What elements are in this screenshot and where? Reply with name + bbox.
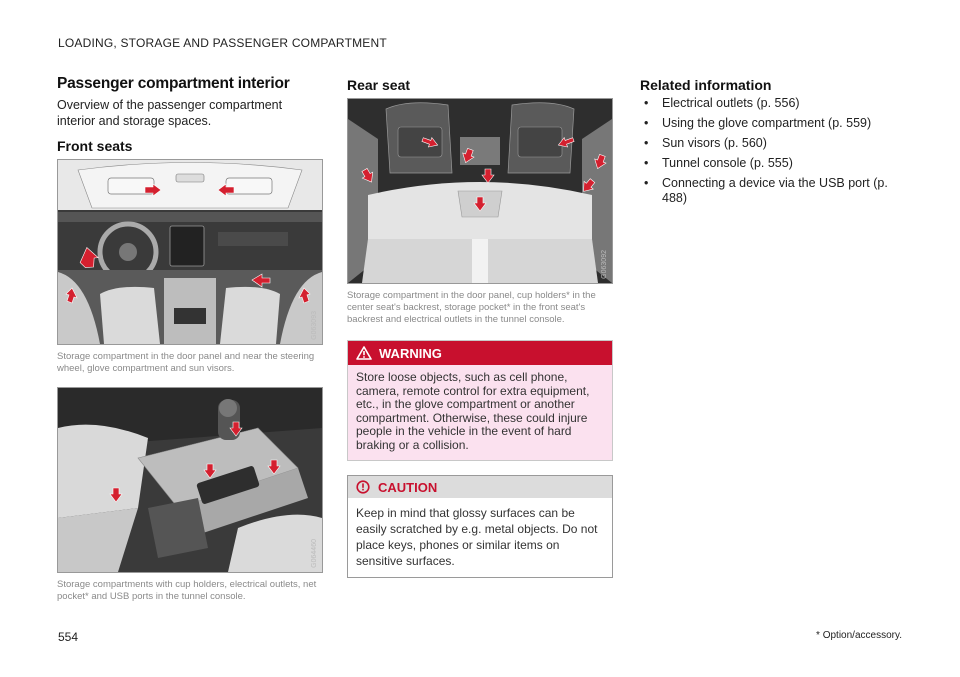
- related-item[interactable]: • Using the glove compartment (p. 559): [640, 116, 900, 131]
- related-item[interactable]: • Sun visors (p. 560): [640, 136, 900, 151]
- tunnel-console-illustration: [58, 388, 322, 572]
- figure-code: G064460: [311, 539, 318, 568]
- section-title: Passenger compartment interior: [57, 75, 290, 92]
- dashboard-illustration: [58, 160, 322, 344]
- rear-seat-figure: G063092: [347, 98, 613, 284]
- bullet-icon: •: [644, 176, 649, 190]
- caution-exclamation-icon: [356, 480, 370, 494]
- page-number: 554: [58, 630, 79, 644]
- related-link[interactable]: Electrical outlets (p. 556): [662, 96, 800, 110]
- warning-label: WARNING: [379, 345, 442, 361]
- column-right: Related information • Electrical outlets …: [640, 75, 900, 211]
- column-left: Passenger compartment interior Overview …: [57, 75, 323, 615]
- related-link[interactable]: Sun visors (p. 560): [662, 136, 767, 150]
- bullet-icon: •: [644, 96, 649, 110]
- related-heading: Related information: [640, 77, 772, 93]
- front-seats-heading: Front seats: [57, 138, 133, 154]
- tunnel-console-figure: G064460: [57, 387, 323, 573]
- rear-seat-illustration: [348, 99, 612, 283]
- caution-label: CAUTION: [378, 479, 438, 495]
- warning-header: WARNING: [348, 341, 612, 365]
- bullet-icon: •: [644, 116, 649, 130]
- related-list: • Electrical outlets (p. 556) • Using the …: [640, 96, 900, 206]
- caution-header: CAUTION: [348, 476, 612, 498]
- related-item[interactable]: • Tunnel console (p. 555): [640, 156, 900, 171]
- column-middle: Rear seat G06: [347, 75, 613, 578]
- front-seats-figure: G063093: [57, 159, 323, 345]
- rear-seat-caption: Storage compartment in the door panel, c…: [347, 290, 596, 325]
- rear-seat-heading: Rear seat: [347, 77, 411, 93]
- front-seats-caption: Storage compartment in the door panel an…: [57, 351, 315, 374]
- related-link[interactable]: Using the glove compartment (p. 559): [662, 116, 872, 130]
- related-link[interactable]: Connecting a device via the USB port (p.…: [662, 176, 888, 205]
- related-link[interactable]: Tunnel console (p. 555): [662, 156, 793, 170]
- warning-triangle-icon: [356, 346, 372, 360]
- figure-code: G063093: [311, 311, 318, 340]
- bullet-icon: •: [644, 156, 649, 170]
- section-intro: Overview of the passenger compartment in…: [57, 98, 283, 128]
- footnote: * Option/accessory.: [816, 630, 902, 641]
- figure-code: G063092: [601, 250, 608, 279]
- bullet-icon: •: [644, 136, 649, 150]
- related-item[interactable]: • Connecting a device via the USB port (p…: [640, 176, 900, 206]
- related-item[interactable]: • Electrical outlets (p. 556): [640, 96, 900, 111]
- running-header: LOADING, STORAGE AND PASSENGER COMPARTME…: [58, 36, 387, 50]
- caution-box: CAUTION Keep in mind that glossy surface…: [347, 475, 613, 578]
- warning-text: Store loose objects, such as cell phone,…: [356, 370, 590, 452]
- tunnel-console-caption: Storage compartments with cup holders, e…: [57, 579, 317, 602]
- caution-text: Keep in mind that glossy surfaces can be…: [356, 506, 598, 568]
- warning-box: WARNING Store loose objects, such as cel…: [347, 340, 613, 461]
